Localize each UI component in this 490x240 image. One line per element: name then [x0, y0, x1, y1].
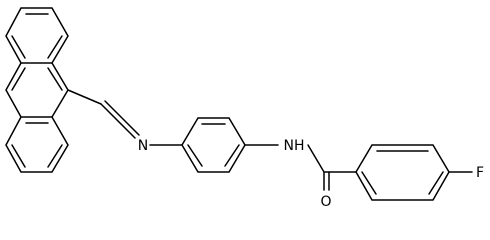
- bond-nh-carbonyl: [307, 144, 325, 173]
- central-benzene-ring: [181, 117, 246, 173]
- anthracene-middle-ring-inner-bonds: [11, 67, 63, 91]
- atom-amide-nh: NH: [284, 138, 305, 154]
- bond-anthracene-ch: [67, 89, 102, 105]
- anthracene-bottom-ring-inner-bonds: [11, 122, 63, 168]
- atom-imine-nitrogen: N: [138, 138, 148, 154]
- bond-ch-n-double-a: [100, 103, 136, 139]
- anthracene-top-ring: [5, 7, 69, 64]
- fluorophenyl-inner-bonds: [361, 150, 444, 195]
- anthracene-bottom-ring: [5, 116, 69, 173]
- anthracene-top-ring-inner-bonds: [11, 13, 63, 59]
- bond-ch-n-double-b: [104, 100, 140, 136]
- central-benzene-inner-bonds: [187, 123, 240, 167]
- structure-bonds: [5, 7, 473, 201]
- atom-fluorine: F: [476, 165, 484, 181]
- atom-labels: N NH O F: [138, 138, 484, 210]
- fluorophenyl-ring: [355, 144, 450, 201]
- atom-carbonyl-oxygen: O: [320, 194, 331, 210]
- anthracene-middle-ring: [5, 62, 69, 118]
- molecule-structure: N NH O F: [5, 7, 484, 210]
